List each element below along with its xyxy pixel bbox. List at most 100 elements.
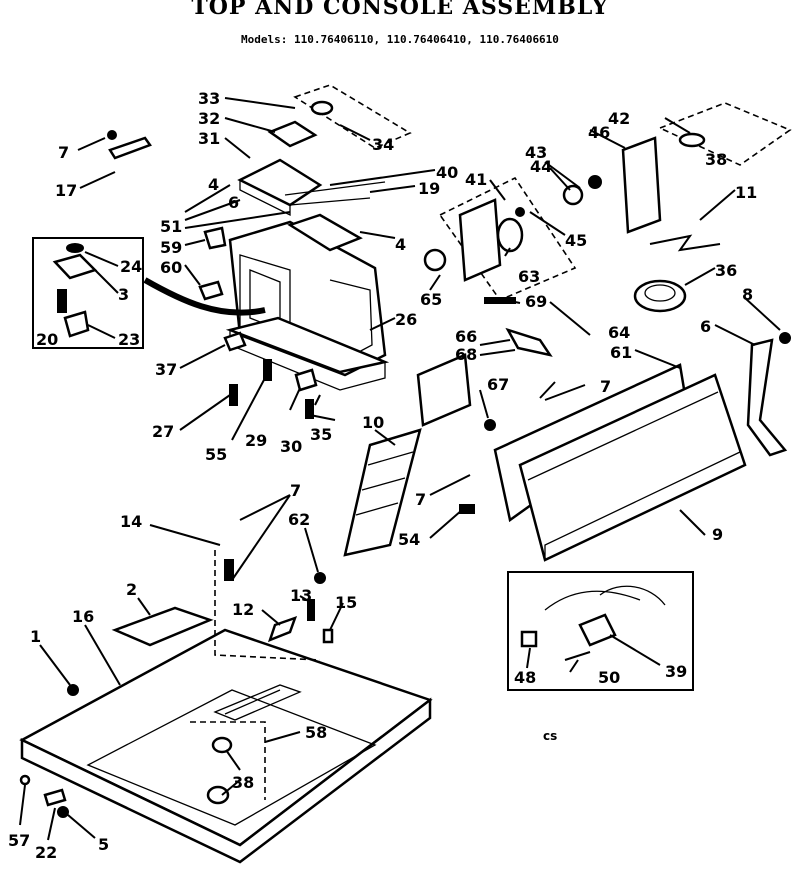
label-2: 2 [126,580,137,599]
label-8: 8 [742,285,753,304]
label-38-top: 38 [705,150,727,169]
screw-45 [515,207,525,217]
label-68: 68 [455,345,477,364]
part-17 [108,136,152,160]
part-33-knob [310,100,334,116]
label-29: 29 [245,431,267,450]
label-48: 48 [514,668,536,687]
label-63: 63 [518,267,540,286]
part-39 [578,613,617,647]
label-37: 37 [155,360,177,379]
label-34: 34 [372,135,394,154]
label-60: 60 [160,258,182,277]
bracket-6 [746,338,788,457]
label-33: 33 [198,89,220,108]
part-43 [588,175,602,189]
console-lid [237,158,323,217]
label-13: 13 [290,586,312,605]
grille-10 [343,428,422,557]
part-62 [314,572,326,584]
leader-lines [19,97,781,841]
label-32: 32 [198,109,220,128]
label-1: 1 [30,627,41,646]
console-housing [225,220,390,391]
inset-box-switch [32,237,144,349]
label-26: 26 [395,310,417,329]
label-57: 57 [8,831,30,850]
dashed-group-42-38 [657,102,792,166]
label-14: 14 [120,512,142,531]
part-38-upper [211,736,233,754]
label-3: 3 [118,285,129,304]
part-22 [43,788,67,807]
part-60 [198,280,224,301]
part-68 [505,327,553,357]
timer-assembly [423,176,577,301]
screw-8 [779,332,791,344]
label-66: 66 [455,327,477,346]
label-23: 23 [118,330,140,349]
part-5 [57,806,69,818]
screw-55 [263,359,272,381]
label-16: 16 [72,607,94,626]
part-3 [52,253,98,280]
switch-66 [416,353,472,427]
part-59 [203,226,227,250]
part-23 [63,310,90,338]
label-61: 61 [610,343,632,362]
label-43: 43 [525,143,547,162]
wire-harness [143,277,266,316]
part-57 [19,774,31,786]
label-44: 44 [530,157,552,176]
label-27: 27 [152,422,174,441]
part-29 [294,368,318,392]
part-13 [307,599,315,621]
screw-7 [107,130,117,140]
label-15: 15 [335,593,357,612]
label-42: 42 [608,109,630,128]
label-55: 55 [205,445,227,464]
label-69: 69 [525,292,547,311]
label-24: 24 [120,257,142,276]
label-64: 64 [608,323,630,342]
part-20 [57,289,67,313]
label-6-top: 6 [228,193,239,212]
panel-32 [267,120,318,148]
label-40: 40 [436,163,458,182]
label-7-right: 7 [600,377,611,396]
screw-54 [459,504,475,514]
label-5: 5 [98,835,109,854]
model-numbers: Models: 110.76406110, 110.76406410, 110.… [241,33,559,46]
screw-30 [305,399,314,419]
label-39: 39 [665,662,687,681]
diagram-title: TOP AND CONSOLE ASSEMBLY [191,0,609,20]
part-1 [67,684,79,696]
part-15 [322,628,334,644]
knob-44 [562,184,584,206]
dashed-group-lower [214,550,321,661]
panel-4 [287,213,363,252]
label-36: 36 [715,261,737,280]
label-7-center: 7 [415,490,426,509]
label-9: 9 [712,525,723,544]
label-10: 10 [362,413,384,432]
label-51: 51 [160,217,182,236]
label-19: 19 [418,179,440,198]
dashed-group-58 [190,721,266,800]
label-7-topleft: 7 [58,143,69,162]
part-38-lower [206,785,230,805]
cover-2 [111,606,214,647]
label-12: 12 [232,600,254,619]
label-59: 59 [160,238,182,257]
part-14 [224,559,234,581]
label-45: 45 [565,231,587,250]
label-65: 65 [420,290,442,309]
spring-11 [649,234,721,252]
label-4-top: 4 [208,175,219,194]
part-69 [484,297,516,304]
label-22: 22 [35,843,57,862]
label-6-right: 6 [700,317,711,336]
label-17: 17 [55,181,77,200]
label-7-lower: 7 [290,481,301,500]
